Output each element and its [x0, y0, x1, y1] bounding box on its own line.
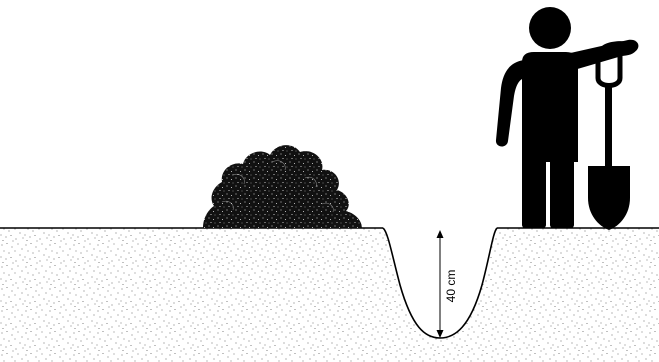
depth-label: 40 cm: [444, 270, 458, 303]
shovel-icon: [588, 41, 636, 230]
soil-pile-icon: [203, 145, 362, 228]
ground: [0, 228, 659, 362]
depth-arrow: [437, 230, 444, 338]
